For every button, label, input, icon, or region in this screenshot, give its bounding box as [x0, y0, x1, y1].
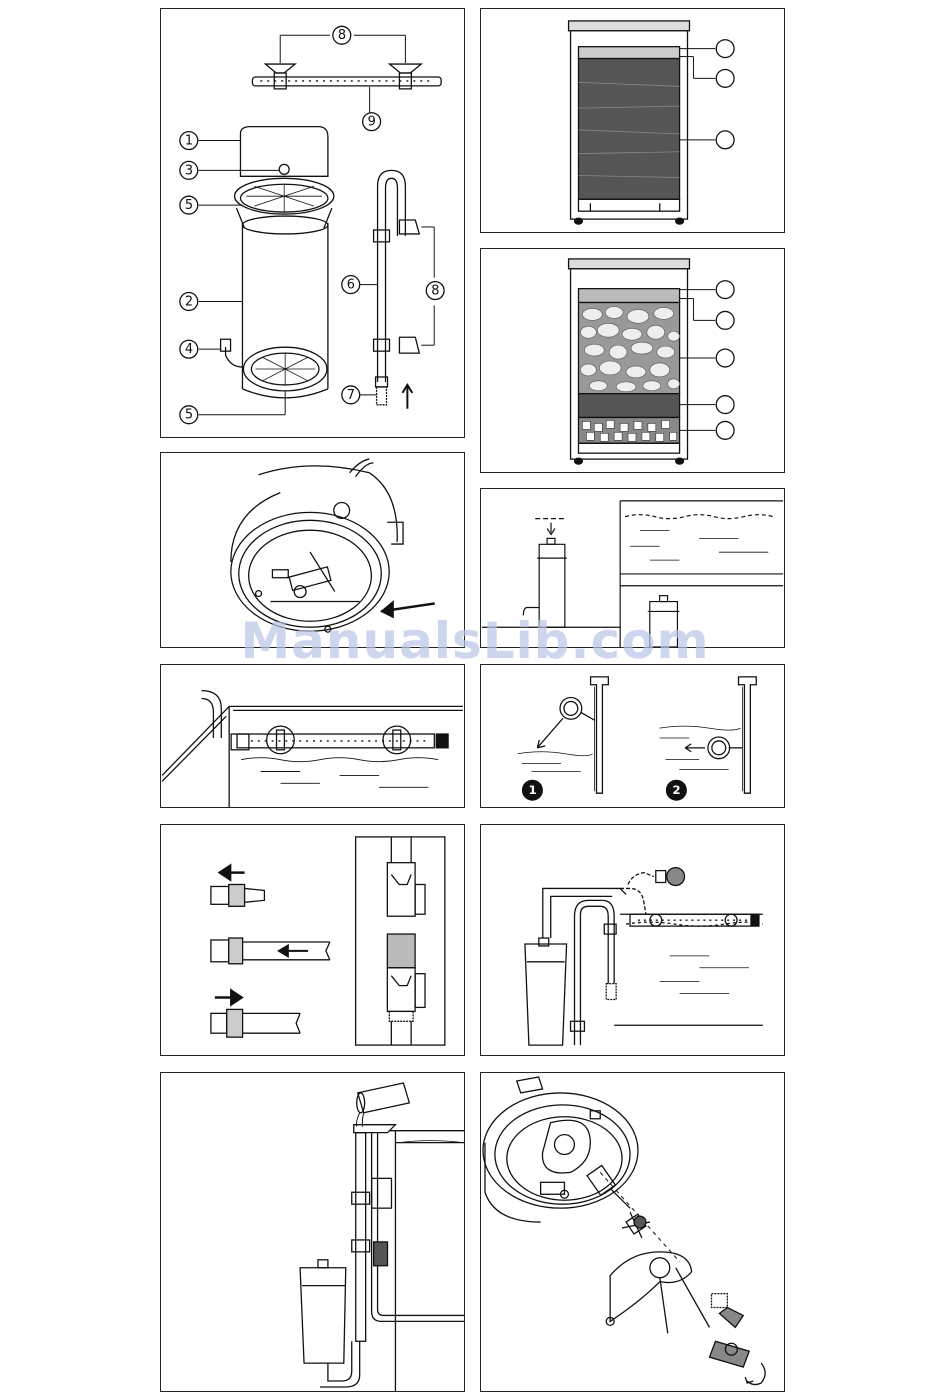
- spray-bar: [252, 64, 441, 89]
- label-8-top: 8: [338, 28, 346, 43]
- panel-mixed-media: [480, 248, 785, 473]
- priming-diagram: [161, 1073, 464, 1391]
- position-badge-1: 1: [528, 783, 536, 797]
- spray-bar-mount-diagram: [161, 665, 464, 807]
- panel-installation: [480, 824, 785, 1056]
- filter-canister: [221, 127, 334, 398]
- panel-impeller-exploded: [480, 1072, 785, 1392]
- label-4: 4: [185, 342, 193, 357]
- label-8-side: 8: [431, 284, 439, 299]
- label-6: 6: [347, 278, 355, 293]
- panel-placement: [480, 488, 785, 648]
- sponge-cutaway: [481, 9, 784, 232]
- media-cutaway: [481, 249, 784, 472]
- label-3: 3: [185, 163, 193, 178]
- panel-hose-connectors: [160, 824, 465, 1056]
- label-5-bottom: 5: [185, 408, 193, 423]
- outlet-positions-diagram: 1 2: [481, 665, 784, 807]
- position-badge-2: 2: [672, 783, 680, 797]
- placement-diagram: [481, 489, 784, 647]
- panel-parts-overview: 8 9 1 3 5 2 4 5: [160, 8, 465, 438]
- panel-spray-bar-mount: [160, 664, 465, 808]
- panel-pump-head: [160, 452, 465, 648]
- label-7: 7: [347, 388, 355, 403]
- intake-tube: [374, 170, 420, 408]
- label-5-top: 5: [185, 198, 193, 213]
- panel-priming: [160, 1072, 465, 1392]
- panel-sponge-media: [480, 8, 785, 233]
- callout-lines-3: [360, 227, 435, 395]
- panel-outlet-positions: 1 2: [480, 664, 785, 808]
- callout-lines: [280, 35, 405, 112]
- impeller-exploded-diagram: [481, 1073, 784, 1391]
- watermark: ManualsLib.com: [0, 612, 950, 670]
- installation-diagram: [481, 825, 784, 1055]
- label-2: 2: [185, 294, 193, 309]
- hose-connectors-diagram: [161, 825, 464, 1055]
- label-1: 1: [185, 134, 193, 149]
- parts-diagram: 8 9 1 3 5 2 4 5: [161, 9, 464, 437]
- label-9: 9: [368, 115, 376, 130]
- pump-head-diagram: [161, 453, 464, 647]
